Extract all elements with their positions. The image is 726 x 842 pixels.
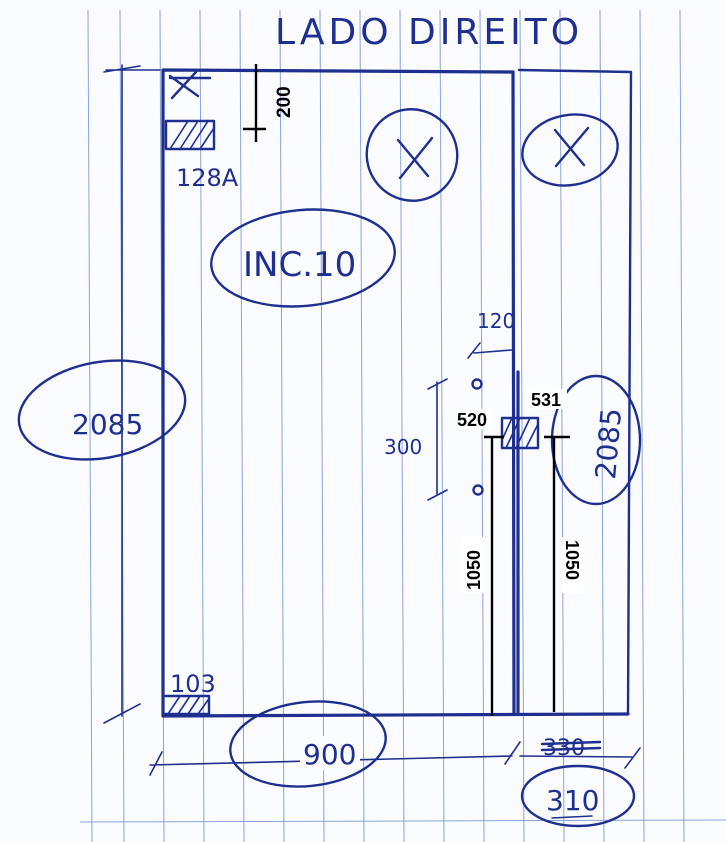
tag-bottom-hatch (161, 694, 211, 716)
width-bottom-label: 900 (303, 738, 356, 771)
hole-spacing-dim-line (427, 378, 448, 501)
x-mark-circle-main (365, 108, 459, 202)
hinge-right-label-bg (529, 389, 567, 409)
tag-top-label: 128A (176, 164, 239, 192)
hole-lower (472, 484, 484, 496)
drawing-title: LADO DIREITO (275, 12, 583, 53)
hole-upper (471, 378, 483, 390)
panel-code-circle (210, 208, 396, 308)
scratch-out (540, 740, 602, 752)
top-offset-dim-line (243, 64, 266, 142)
x-mark-circle-side (521, 113, 619, 187)
height-right-label: 2085 (589, 407, 628, 481)
tag-bottom-label: 103 (170, 670, 216, 698)
hinge-height-right-bg (562, 537, 584, 593)
x-mark-top-left (168, 70, 212, 100)
hinge-hatch (500, 416, 540, 450)
hinge-height-left-bg (462, 537, 484, 593)
hinge-right-dim: 531 (531, 390, 561, 410)
top-offset-dim: 200 (274, 86, 295, 118)
side-panel-outline (517, 68, 633, 716)
panel-divider (511, 70, 520, 716)
hole-offset-dim-line (467, 342, 513, 359)
hole-offset-dim: 120 (477, 309, 515, 333)
height-left-circle (17, 359, 187, 461)
main-panel-outline (161, 68, 630, 718)
width-bottom-circle (229, 700, 387, 788)
hole-spacing-dim: 300 (384, 435, 422, 459)
width-right-circle (520, 764, 636, 828)
hinge-height-lines (490, 437, 556, 716)
left-height-dim-line (103, 64, 161, 724)
width-right-underline (551, 815, 593, 819)
hinge-height-right-dim: 1050 (562, 540, 582, 580)
panel-code: INC.10 (243, 245, 356, 285)
width-right-label: 310 (546, 784, 599, 817)
height-left-label: 2085 (72, 408, 143, 441)
width-bottom-label-bg (300, 736, 360, 770)
tag-top-hatch (164, 119, 216, 151)
x-mark-main (396, 136, 434, 180)
hinge-height-left-dim: 1050 (464, 550, 484, 590)
x-mark-side (553, 126, 590, 168)
notebook-rules (79, 9, 726, 842)
hinge-left-label-bg (456, 409, 492, 429)
height-right-circle (550, 374, 642, 506)
hinge-left-dim: 520 (457, 410, 487, 430)
